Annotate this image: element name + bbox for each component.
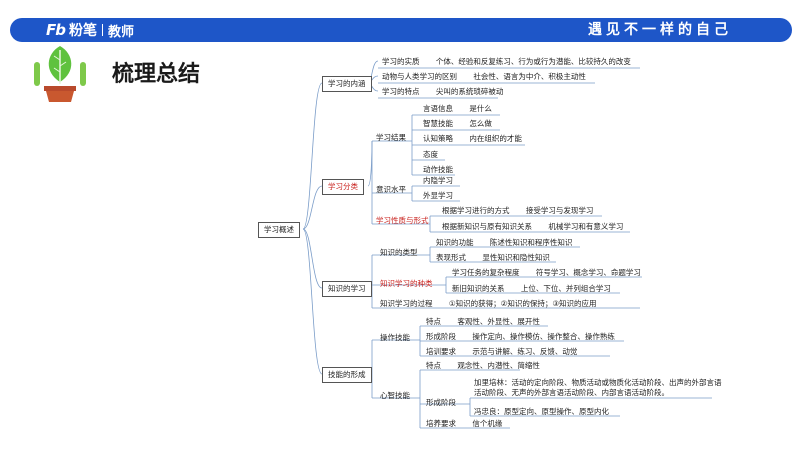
node-verbal-info: 言语信息 是什么 [423,104,492,114]
node-detail: 是什么 [469,104,492,113]
logo-fb-mark: Fb [46,21,66,39]
node-knowledge-types: 知识的类型 [380,248,418,257]
logo-teacher-text: 教师 [107,24,134,40]
node-label: 学习的特点 [382,87,420,96]
node-detail: 内在组织的才能 [469,134,522,143]
node-detail: 观念性、内潜性、简缩性 [457,361,540,370]
node-detail: 陈述性知识和程序性知识 [489,238,573,247]
node-label: 培训要求 [426,347,456,356]
node-knowledge-function: 知识的功能 陈述性知识和程序性知识 [436,238,572,248]
node-label: 智慧技能 [423,119,453,128]
node-feng-zhongliang: 冯忠良：原型定向、原型操作、原型内化 [474,407,609,416]
node-detail: 信个机缘 [472,419,503,428]
logo-fenbi-text: 粉笔 [68,23,97,39]
node-label: 培养要求 [426,419,456,428]
node-detail: 操作定向、操作模仿、操作整合、操作熟练 [472,332,615,341]
node-op-features: 特点 客观性、外显性、展开性 [426,317,540,327]
node-label: 表现形式 [436,253,466,262]
branch-knowledge-learning: 知识的学习 [322,281,372,297]
node-mental-features: 特点 观念性、内潜性、简缩性 [426,361,540,371]
node-label: 特点 [426,317,441,326]
node-detail: ①知识的获得；②知识的保持；③知识的应用 [448,299,597,308]
node-mental-stages: 形成阶段 [426,398,456,407]
node-label: 知识学习的过程 [380,299,433,308]
node-learning-essence: 学习的实质 个体、经验和反复练习、行为或行为潜能、比较持久的改变 [382,57,631,67]
logo-divider [101,24,103,36]
node-knowledge-learning-kinds: 知识学习的种类 [380,279,433,288]
node-label: 言语信息 [423,104,453,113]
node-expression-form: 表现形式 显性知识和隐性知识 [436,253,550,263]
node-detail: 机械学习和有意义学习 [548,222,624,231]
node-detail: 符号学习、概念学习、命题学习 [535,268,641,277]
header-slogan: 遇见不一样的自己 [588,22,732,38]
node-detail: 个体、经验和反复练习、行为或行为潜能、比较持久的改变 [435,57,631,66]
node-mental-skill: 心智技能 [380,391,410,400]
node-label: 根据学习进行的方式 [442,206,510,215]
page-title: 梳理总结 [112,62,201,87]
node-explicit-learning: 外显学习 [423,191,453,200]
node-learning-nature-form: 学习性质与形式 [376,216,429,225]
node-detail: 上位、下位、并列组合学习 [520,284,611,293]
node-animal-human-difference: 动物与人类学习的区别 社会性、语言为中介、积极主动性 [382,72,586,82]
node-learning-result: 学习结果 [376,133,406,142]
node-cognitive-strategy: 认知策略 内在组织的才能 [423,134,522,144]
node-learning-features: 学习的特点 尖叫的系统琐碎被动 [382,87,503,97]
branch-learning-classification: 学习分类 [322,179,364,195]
mindmap-root: 学习概述 [258,222,300,238]
node-task-complexity: 学习任务的复杂程度 符号学习、概念学习、命题学习 [452,268,641,278]
node-label: 根据新知识与原有知识关系 [442,222,532,231]
node-mental-cultivation: 培养要求 信个机缘 [426,419,502,429]
node-implicit-learning: 内隐学习 [423,176,453,185]
node-operation-skill: 操作技能 [380,333,410,342]
node-by-knowledge-relation: 根据新知识与原有知识关系 机械学习和有意义学习 [442,222,623,232]
node-old-new-relation: 新旧知识的关系 上位、下位、并列组合学习 [452,284,611,294]
node-detail: 接受学习与发现学习 [525,206,594,215]
node-detail: 示范与讲解、练习、反馈、动觉 [472,347,578,356]
node-consciousness-level: 意识水平 [376,185,406,194]
branch-learning-connotation: 学习的内涵 [322,76,372,92]
node-label: 知识的功能 [436,238,474,247]
node-detail: 怎么做 [469,119,492,128]
potted-plant-icon [34,46,86,102]
node-label: 特点 [426,361,441,370]
branch-skill-formation: 技能的形成 [322,367,372,383]
node-label: 学习的实质 [382,57,420,66]
node-knowledge-process: 知识学习的过程 ①知识的获得；②知识的保持；③知识的应用 [380,299,597,309]
header-bar-right [530,18,792,42]
node-galperin: 加里培林：活动的定向阶段、物质活动或物质化活动阶段、出声的外部言语活动阶段、无声… [474,378,722,397]
node-label: 认知策略 [423,134,453,143]
node-attitude: 态度 [423,150,438,159]
node-detail: 客观性、外显性、展开性 [457,317,540,326]
node-detail: 社会性、语言为中介、积极主动性 [473,72,586,81]
node-op-stages: 形成阶段 操作定向、操作模仿、操作整合、操作熟练 [426,332,615,342]
node-op-training: 培训要求 示范与讲解、练习、反馈、动觉 [426,347,577,357]
node-detail: 尖叫的系统琐碎被动 [435,87,504,96]
node-label: 新旧知识的关系 [452,284,505,293]
node-label: 学习任务的复杂程度 [452,268,520,277]
node-detail: 显性知识和隐性知识 [482,253,550,262]
node-label: 动物与人类学习的区别 [382,72,457,81]
node-intellectual-skill: 智慧技能 怎么做 [423,119,492,129]
node-motor-skill: 动作技能 [423,165,453,174]
header-bar-left [10,18,555,42]
node-label: 形成阶段 [426,332,456,341]
brand-logo: Fb 粉笔 教师 [46,20,134,40]
node-by-learning-mode: 根据学习进行的方式 接受学习与发现学习 [442,206,593,216]
